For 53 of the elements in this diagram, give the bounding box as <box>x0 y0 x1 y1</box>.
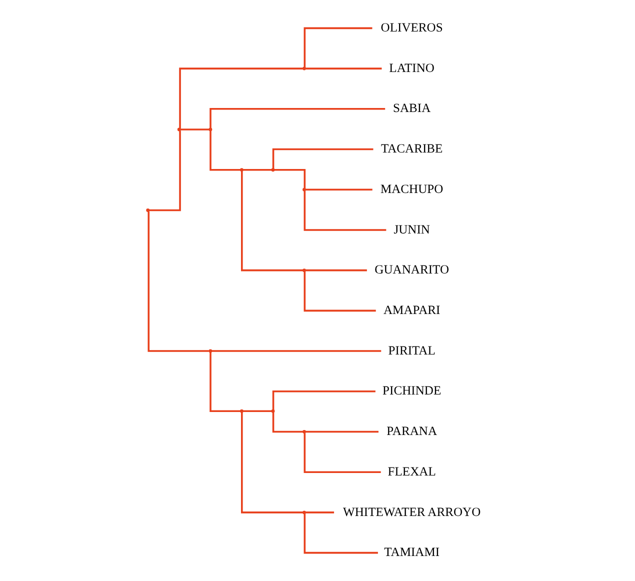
node-text: WHITEWATER ARROYO <box>342 504 480 519</box>
node-point <box>270 409 274 413</box>
node-point <box>208 128 212 132</box>
connector <box>305 188 372 190</box>
connector <box>147 211 208 352</box>
connector <box>148 130 180 212</box>
node-text: PARANA <box>386 424 437 438</box>
connector <box>303 514 378 554</box>
node-text: AMAPARI <box>382 302 440 317</box>
connector <box>303 190 386 231</box>
node-point <box>176 128 180 132</box>
connector <box>209 130 240 171</box>
connector <box>303 433 380 473</box>
connector <box>305 269 366 272</box>
node-point <box>270 168 274 172</box>
node-text: MACHUPO <box>380 182 443 196</box>
node-text: FLEXAL <box>387 464 436 478</box>
connector <box>240 171 302 272</box>
node-text: SABIA <box>392 101 430 116</box>
node-point <box>302 510 306 514</box>
connector <box>272 412 302 433</box>
node-point <box>239 168 243 172</box>
node-point <box>302 268 306 272</box>
connector <box>303 272 376 312</box>
node-text: PICHINDE <box>382 384 441 398</box>
connector <box>242 168 272 171</box>
connector <box>305 512 334 514</box>
node-text: GUANARITO <box>374 262 449 277</box>
connector <box>211 350 381 352</box>
node-text: TAMIAMI <box>384 545 440 560</box>
node-point <box>146 208 150 212</box>
node-text: JUNIN <box>393 222 430 236</box>
connector <box>180 128 209 130</box>
connector <box>242 410 272 412</box>
node-point <box>302 188 306 192</box>
node-point <box>208 349 212 353</box>
node-point <box>302 430 306 434</box>
node-text: LATINO <box>388 60 434 75</box>
node-text: TACARIBE <box>380 142 442 156</box>
connector <box>274 168 306 188</box>
connector <box>303 27 372 68</box>
node-text: PIRITAL <box>388 343 435 358</box>
node-point <box>302 66 306 70</box>
connector <box>209 352 240 412</box>
connector <box>272 390 375 410</box>
node-text: OLIVEROS <box>380 20 442 35</box>
connector <box>209 108 385 128</box>
connector <box>272 148 373 169</box>
connector <box>178 68 302 128</box>
connector <box>240 412 302 514</box>
connector <box>305 68 382 70</box>
node-point <box>239 409 243 413</box>
connector <box>305 430 378 433</box>
